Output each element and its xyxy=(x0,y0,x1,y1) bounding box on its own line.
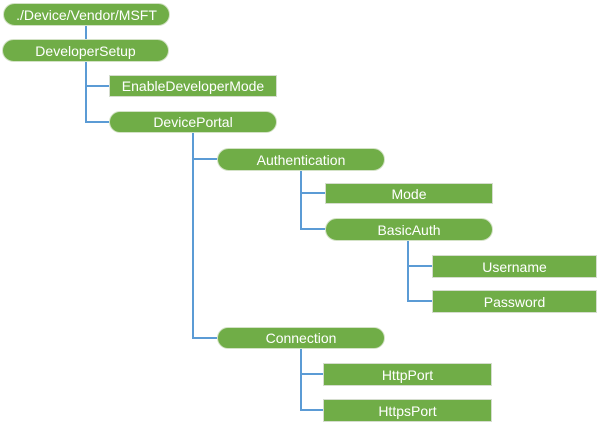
connector-basicauth-vertical xyxy=(407,241,409,302)
tree-node-developersetup: DeveloperSetup xyxy=(2,39,169,62)
connector-connection-vertical xyxy=(300,349,302,411)
connector-connection-httpsport xyxy=(300,409,325,411)
connector-developersetup-deviceportal xyxy=(85,121,113,123)
connector-developersetup-vertical xyxy=(85,62,87,123)
tree-node-connection: Connection xyxy=(217,327,385,349)
tree-node-deviceportal: DevicePortal xyxy=(109,111,277,133)
connector-authentication-basicauth xyxy=(300,228,329,230)
connector-authentication-vertical xyxy=(300,171,302,230)
tree-node-mode: Mode xyxy=(325,183,493,204)
tree-node-password: Password xyxy=(432,290,597,313)
tree-node-httpsport: HttpsPort xyxy=(323,399,492,422)
connector-deviceportal-vertical xyxy=(192,133,194,339)
connector-developersetup-enabledevelopermode xyxy=(85,85,111,87)
tree-node-basicauth: BasicAuth xyxy=(325,218,493,241)
tree-node-device-vendor-msft: ./Device/Vendor/MSFT xyxy=(3,3,170,26)
connector-basicauth-username xyxy=(407,265,434,267)
tree-node-enabledevelopermode: EnableDeveloperMode xyxy=(109,75,277,97)
connector-basicauth-password xyxy=(407,300,434,302)
tree-node-httpport: HttpPort xyxy=(323,363,492,386)
connector-connection-httpport xyxy=(300,373,325,375)
connector-root-developersetup xyxy=(85,26,87,39)
tree-node-authentication: Authentication xyxy=(217,148,385,171)
connector-deviceportal-connection xyxy=(192,337,221,339)
tree-node-username: Username xyxy=(432,255,597,278)
connector-deviceportal-authentication xyxy=(192,158,221,160)
connector-authentication-mode xyxy=(300,192,327,194)
